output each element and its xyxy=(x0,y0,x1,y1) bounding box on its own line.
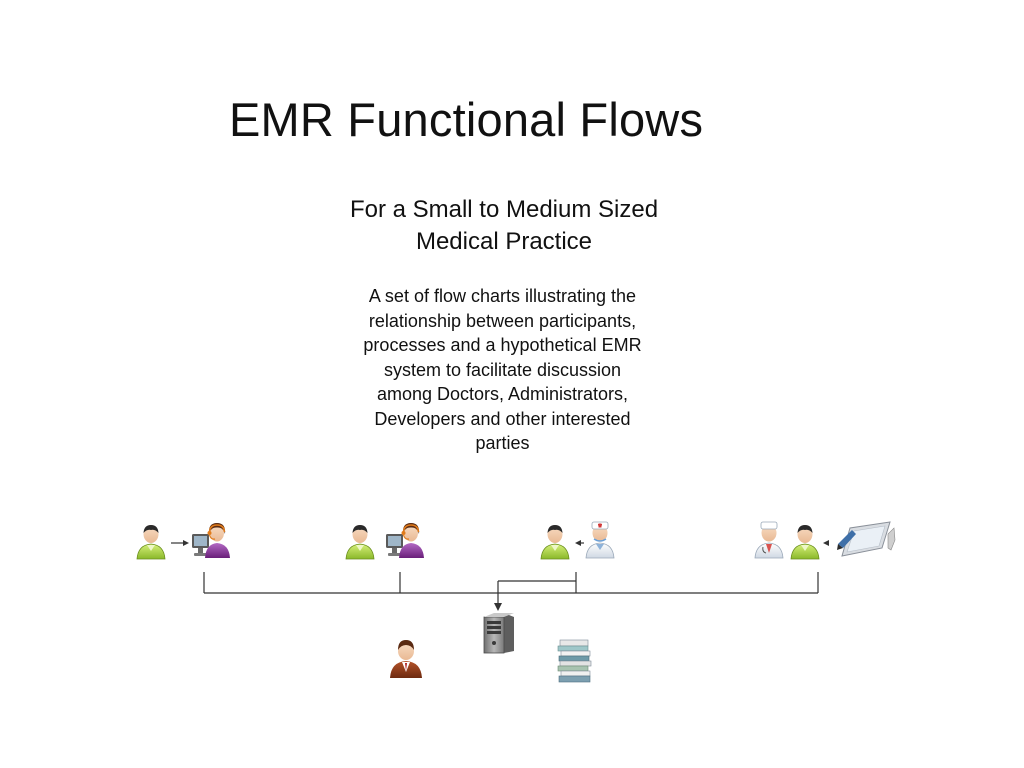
administrator-icon xyxy=(390,640,422,678)
slide-description: A set of flow charts illustrating the re… xyxy=(330,284,675,456)
description-line: processes and a hypothetical EMR xyxy=(363,335,642,355)
subtitle-line: For a Small to Medium Sized xyxy=(349,196,659,223)
doctor-icon xyxy=(754,521,784,559)
patient-icon xyxy=(540,524,570,560)
receptionist-computer-icon xyxy=(191,522,231,559)
emr-server-icon xyxy=(483,612,515,654)
patient-icon xyxy=(790,524,820,560)
description-line: system to facilitate discussion xyxy=(383,359,622,380)
arrow-right-icon xyxy=(171,540,189,546)
receptionist-computer-icon xyxy=(385,522,425,559)
arrow-left-icon xyxy=(823,540,829,546)
description-line: among Doctors, Administrators, xyxy=(376,384,629,404)
patient-icon xyxy=(136,524,166,560)
subtitle-line: Medical Practice xyxy=(415,228,593,255)
description-line: A set of flow charts illustrating the xyxy=(368,286,637,306)
arrow-left-icon xyxy=(575,540,584,546)
connector-lines xyxy=(203,572,819,604)
slide-title: EMR Functional Flows xyxy=(229,93,704,146)
nurse-icon xyxy=(585,521,615,559)
arrow-down-icon xyxy=(494,603,502,611)
tablet-icon xyxy=(836,521,896,557)
slide-subtitle: For a Small to Medium Sized Medical Prac… xyxy=(292,194,716,258)
description-line: parties xyxy=(475,433,530,453)
paper-records-icon xyxy=(557,639,592,683)
patient-icon xyxy=(345,524,375,560)
description-line: relationship between participants, xyxy=(368,310,637,331)
description-line: Developers and other interested xyxy=(374,408,631,429)
